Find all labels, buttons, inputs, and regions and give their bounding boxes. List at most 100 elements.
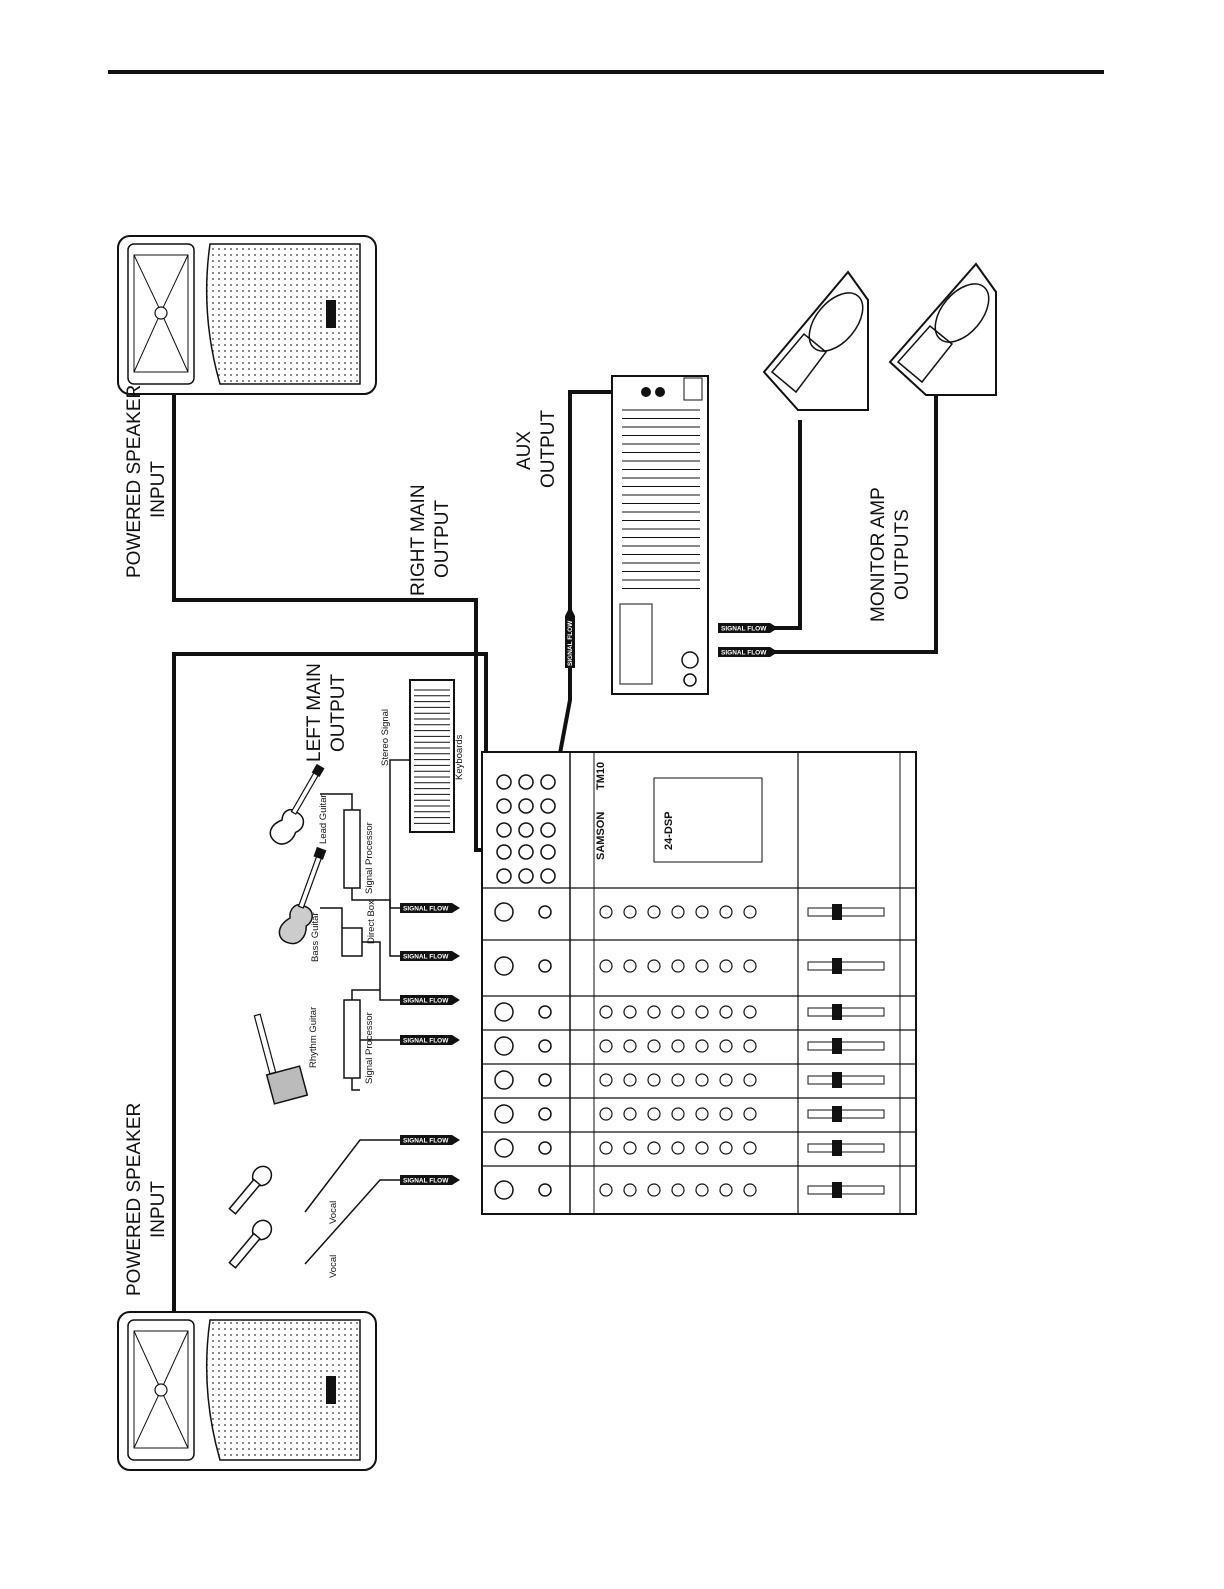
- channel-knob: [599, 905, 613, 919]
- direct-box-box: [341, 927, 363, 957]
- signal-processor-1-label: Signal Processor: [364, 822, 375, 894]
- channel-fader-cap: [832, 958, 842, 974]
- xlr-input-jack: [494, 1036, 514, 1056]
- signal-flow-arrow: [770, 623, 778, 633]
- channel-knob: [719, 905, 733, 919]
- channel-knob: [719, 1107, 733, 1121]
- signal-flow-tag: SIGNAL FLOW: [403, 906, 449, 913]
- channel-knob: [719, 1073, 733, 1087]
- mixer-model: TM10: [595, 762, 607, 790]
- bass-guitar-icon: [278, 846, 327, 945]
- line-input-jack: [538, 1073, 552, 1087]
- channel-knob: [623, 1073, 637, 1087]
- channel-knob: [695, 1107, 709, 1121]
- output-jack: [496, 822, 512, 838]
- signal-flow-tag: SIGNAL FLOW: [403, 954, 449, 961]
- line-input-jack: [538, 1039, 552, 1053]
- channel-fader-cap: [832, 1182, 842, 1198]
- signal-flow-tag: SIGNAL FLOW: [721, 626, 767, 633]
- signal-flow-arrow: [452, 1035, 460, 1045]
- signal-flow-tag: SIGNAL FLOW: [403, 1178, 449, 1185]
- monitor-amp: [611, 375, 709, 695]
- channel-knob: [599, 1073, 613, 1087]
- channel-knob: [695, 1039, 709, 1053]
- channel-knob: [599, 1005, 613, 1019]
- output-jack: [540, 822, 556, 838]
- right-main-output-label-2: OUTPUT: [432, 500, 453, 579]
- signal-flow-tag-bg: [400, 1175, 452, 1185]
- signal-processor-2-label: Signal Processor: [364, 1012, 375, 1084]
- right-main-output-label-1: RIGHT MAIN: [408, 484, 429, 596]
- channel-knob: [623, 1183, 637, 1197]
- vocal-mic-2: [228, 1219, 273, 1269]
- signal-flow-tag-bg: [565, 616, 575, 668]
- channel-fader-track: [807, 961, 885, 971]
- channel-knob: [671, 1039, 685, 1053]
- direct-box-label: Direct Box: [366, 900, 377, 944]
- channel-knob: [719, 1005, 733, 1019]
- stereo-signal-label: Stereo Signal: [380, 709, 391, 766]
- channel-knob: [719, 959, 733, 973]
- channel-knob: [743, 1107, 757, 1121]
- channel-knob: [623, 1005, 637, 1019]
- channel-knob: [695, 1005, 709, 1019]
- line-input-jack: [538, 1005, 552, 1019]
- monitor-amp-outputs-label-1: MONITOR AMP: [868, 487, 889, 622]
- channel-knob: [695, 959, 709, 973]
- signal-flow-tag: SIGNAL FLOW: [403, 1038, 449, 1045]
- channel-knob: [647, 905, 661, 919]
- channel-fader-track: [807, 1143, 885, 1153]
- channel-knob: [599, 1141, 613, 1155]
- channel-knob: [695, 1183, 709, 1197]
- signal-flow-tag-bg: [400, 1035, 452, 1045]
- rhythm-guitar-icon: [253, 1013, 309, 1105]
- channel-fader-track: [807, 907, 885, 917]
- channel-knob: [695, 1141, 709, 1155]
- output-jack: [540, 844, 556, 860]
- channel-fader-cap: [832, 1072, 842, 1088]
- channel-fader-cap: [832, 1004, 842, 1020]
- aux-output-label-1: AUX: [514, 431, 535, 470]
- channel-knob: [599, 1107, 613, 1121]
- channel-knob: [719, 1141, 733, 1155]
- signal-flow-tag-bg: [400, 951, 452, 961]
- line-input-jack: [538, 905, 552, 919]
- channel-knob: [695, 1073, 709, 1087]
- channel-fader-cap: [832, 1106, 842, 1122]
- channel-knob: [743, 1073, 757, 1087]
- powered-speaker-top: [117, 235, 377, 395]
- rhythm-guitar-label: Rhythm Guitar: [308, 1007, 319, 1068]
- xlr-input-jack: [494, 1180, 514, 1200]
- signal-flow-arrow: [452, 903, 460, 913]
- channel-fader-track: [807, 1109, 885, 1119]
- signal-flow-tag-bg: [718, 623, 770, 633]
- output-jack: [518, 774, 534, 790]
- output-jack: [518, 868, 534, 884]
- channel-knob: [647, 1107, 661, 1121]
- signal-processor-1-box: [343, 809, 361, 889]
- channel-knob: [671, 1141, 685, 1155]
- channel-knob: [743, 1005, 757, 1019]
- xlr-input-jack: [494, 1138, 514, 1158]
- signal-flow-tags: SIGNAL FLOW SIGNAL FLOW SIGNAL FLOW SIGNAL …: [400, 606, 778, 1185]
- mixer-console: [481, 751, 917, 1215]
- channel-knob: [599, 1039, 613, 1053]
- xlr-input-jack: [494, 902, 514, 922]
- channel-knob: [647, 1039, 661, 1053]
- channel-knob: [671, 1107, 685, 1121]
- channel-knob: [623, 959, 637, 973]
- vocal-1-label: Vocal: [328, 1201, 339, 1224]
- powered-speaker-bottom-label-1: POWERED SPEAKER: [124, 1103, 145, 1296]
- xlr-input-jack: [494, 956, 514, 976]
- channel-knob: [671, 1183, 685, 1197]
- channel-fader-cap: [832, 1140, 842, 1156]
- channel-knob: [623, 1141, 637, 1155]
- channel-fader-track: [807, 1075, 885, 1085]
- monitor-wedge-2: [888, 262, 997, 396]
- output-jack: [496, 798, 512, 814]
- signal-flow-tag-bg: [400, 995, 452, 1005]
- signal-flow-tag: SIGNAL FLOW: [403, 1138, 449, 1145]
- channel-knob: [599, 1183, 613, 1197]
